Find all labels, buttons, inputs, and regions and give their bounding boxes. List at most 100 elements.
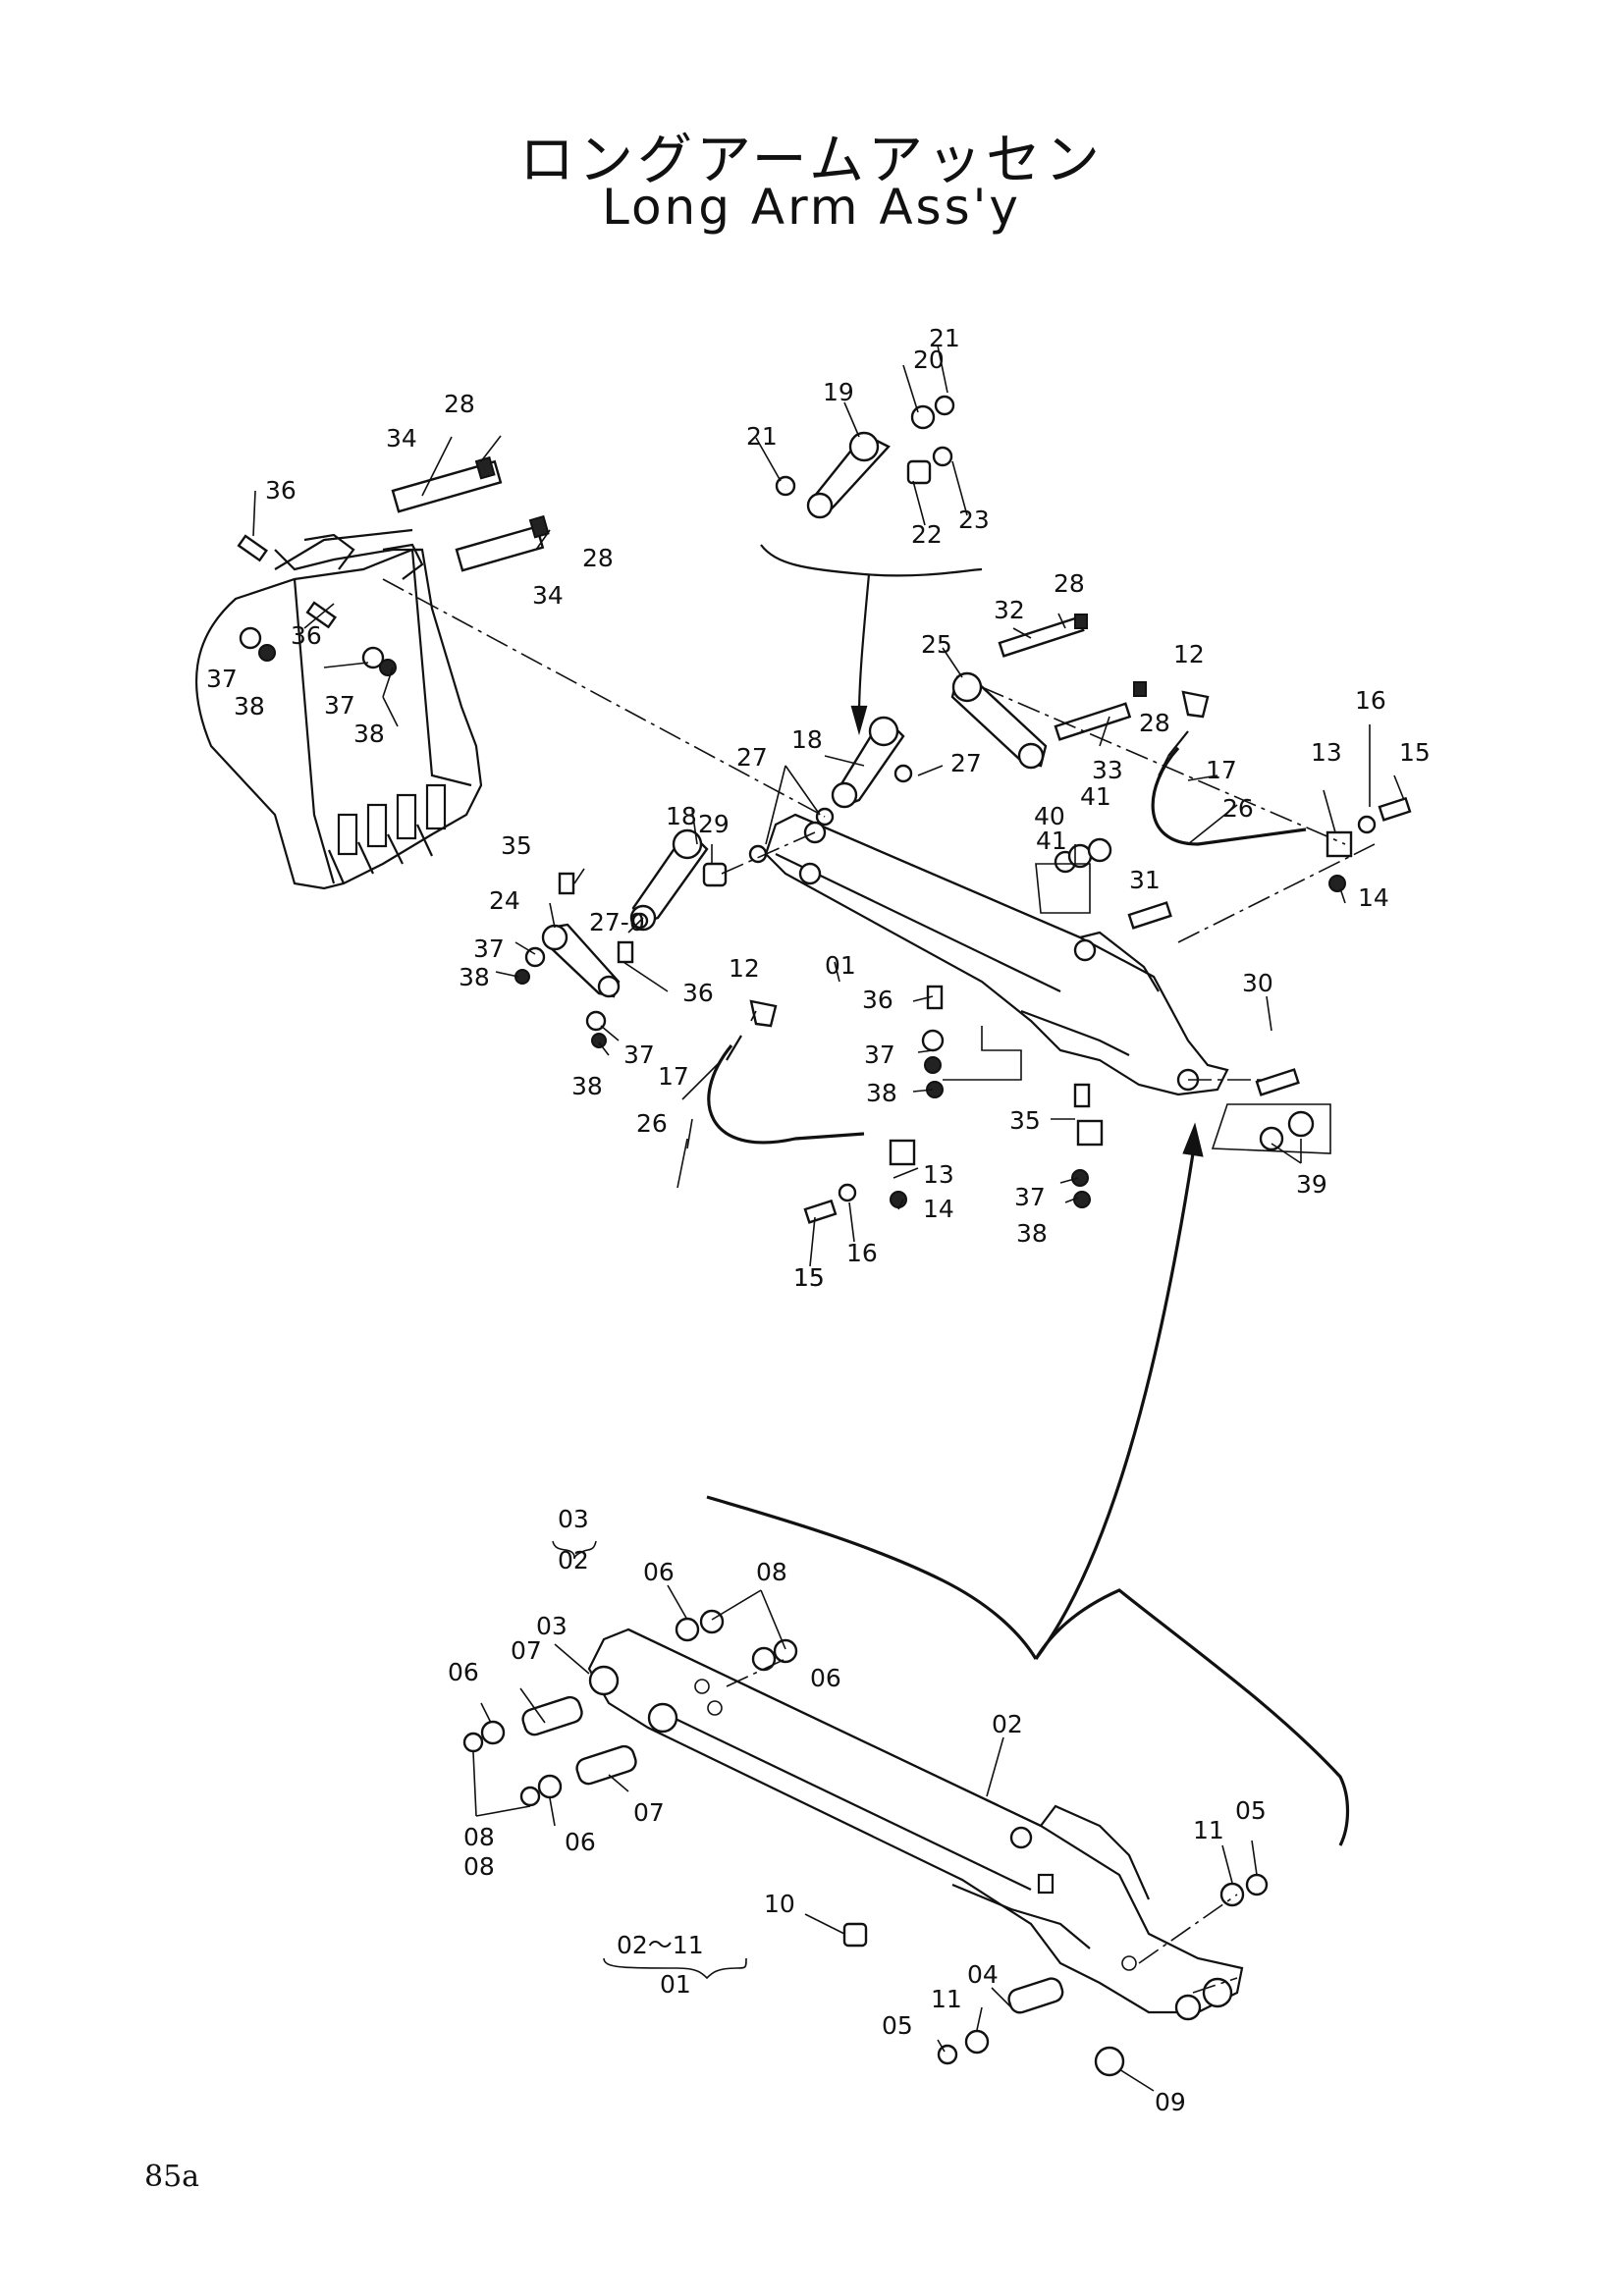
part-label: 03 [536,1612,568,1640]
labels-lower: 03 02 06 08 03 06 07 06 08 06 07 02 08 1… [448,1505,1267,2116]
part-label: 18 [666,802,697,830]
part-label: 07 [633,1798,665,1827]
part-label: 28 [582,544,614,572]
part-label: 35 [501,831,532,860]
part-label: 08 [463,1823,495,1851]
part-label: 05 [882,2011,913,2040]
leader-lines-lower [472,1584,1258,2092]
part-label: 01 [825,951,856,980]
part-label: 27-0 [589,908,645,936]
part-label: 38 [234,692,265,721]
part-label: 12 [729,954,760,983]
part-label: 26 [636,1109,668,1138]
part-label: 30 [1242,969,1273,997]
part-label: 38 [866,1079,897,1107]
part-label: 16 [1355,686,1386,715]
part-label: 35 [1009,1106,1041,1135]
part-label: 23 [958,506,990,534]
part-label: 31 [1129,866,1161,894]
part-label: 13 [1311,738,1342,767]
part-label: 11 [931,1985,962,2013]
lower-hardware [462,1609,1269,2077]
part-label: 37 [864,1041,895,1069]
part-label: 24 [489,886,520,915]
part-label: 32 [994,596,1025,624]
brace-bottom-label: 02 [558,1546,589,1575]
part-label: 15 [793,1263,825,1292]
lower-centerlines [726,1658,1238,1994]
labels-upper: 28 34 36 28 34 37 36 38 37 38 21 20 21 1… [206,324,1431,1292]
page-number: 85a [144,2160,200,2194]
part-label: 12 [1173,640,1205,668]
part-label: 07 [511,1636,542,1665]
part-label: 34 [532,581,564,610]
bucket-hardware [237,455,550,676]
part-label: 21 [746,422,778,451]
part-label: 37 [623,1041,655,1069]
part-label: 22 [911,520,943,549]
part-label: 38 [1016,1219,1048,1248]
part-label: 15 [1399,738,1431,767]
part-label: 38 [353,720,385,748]
part-label: 14 [1358,883,1389,912]
part-label: 37 [1014,1183,1046,1211]
part-label: 02 [992,1710,1023,1738]
part-label: 38 [459,963,490,991]
part-label: 11 [1193,1816,1224,1844]
title-english: Long Arm Ass'y [601,179,1021,236]
part-label: 37 [473,934,505,963]
part-label: 27 [950,749,982,777]
leader-lines-upper [252,345,1405,1267]
part-label: 04 [967,1960,999,1989]
part-label: 21 [929,324,960,352]
part-label: 06 [643,1558,675,1586]
part-label: 14 [923,1195,954,1223]
lower-arm [587,1628,1244,2021]
brace-range-label: 02～11 [617,1931,704,1959]
part-label: 36 [265,476,297,505]
part-label: 18 [791,725,823,754]
part-label: 10 [764,1890,795,1918]
part-label: 05 [1235,1796,1267,1825]
part-label: 38 [571,1072,603,1100]
hoses [707,690,1412,1224]
part-label: 15 [793,1263,825,1292]
part-label: 37 [206,665,238,693]
part-label: 25 [921,630,952,659]
brace-range-bottom-label: 01 [660,1970,691,1999]
part-label: 20 [913,346,945,374]
assembly-arrow [706,1122,1350,1846]
detail-arrow [760,544,983,736]
title-japanese: ロングアームアッセン [519,129,1104,192]
part-label: 36 [862,986,893,1014]
part-label: 27 [736,743,768,772]
part-label: 09 [1155,2088,1186,2116]
bucket [195,528,483,890]
part-label: 33 [1092,756,1123,784]
part-label: 26 [1222,794,1254,823]
part-label: 17 [658,1062,689,1091]
part-label: 06 [810,1664,841,1692]
brace-top-label: 03 [558,1505,589,1533]
part-label: 28 [1139,709,1170,737]
part-label: 17 [1206,756,1237,784]
part-label: 13 [923,1160,954,1189]
part-label: 16 [846,1239,878,1267]
part-label: 36 [682,979,714,1007]
part-label: 28 [1054,569,1085,598]
part-label: 39 [1296,1170,1327,1199]
part-label: 41 [1080,782,1111,811]
part-label: 06 [448,1658,479,1686]
part-label: 06 [565,1828,596,1856]
part-label: 41 [1036,827,1067,855]
part-label: 08 [463,1852,495,1881]
part-label: 34 [386,424,417,453]
part-label: 37 [324,691,355,720]
part-label: 28 [444,390,475,418]
part-label: 36 [291,621,322,650]
braces [552,1540,747,1980]
part-label: 40 [1034,802,1065,830]
part-label: 29 [698,810,730,838]
part-label: 19 [823,378,854,406]
